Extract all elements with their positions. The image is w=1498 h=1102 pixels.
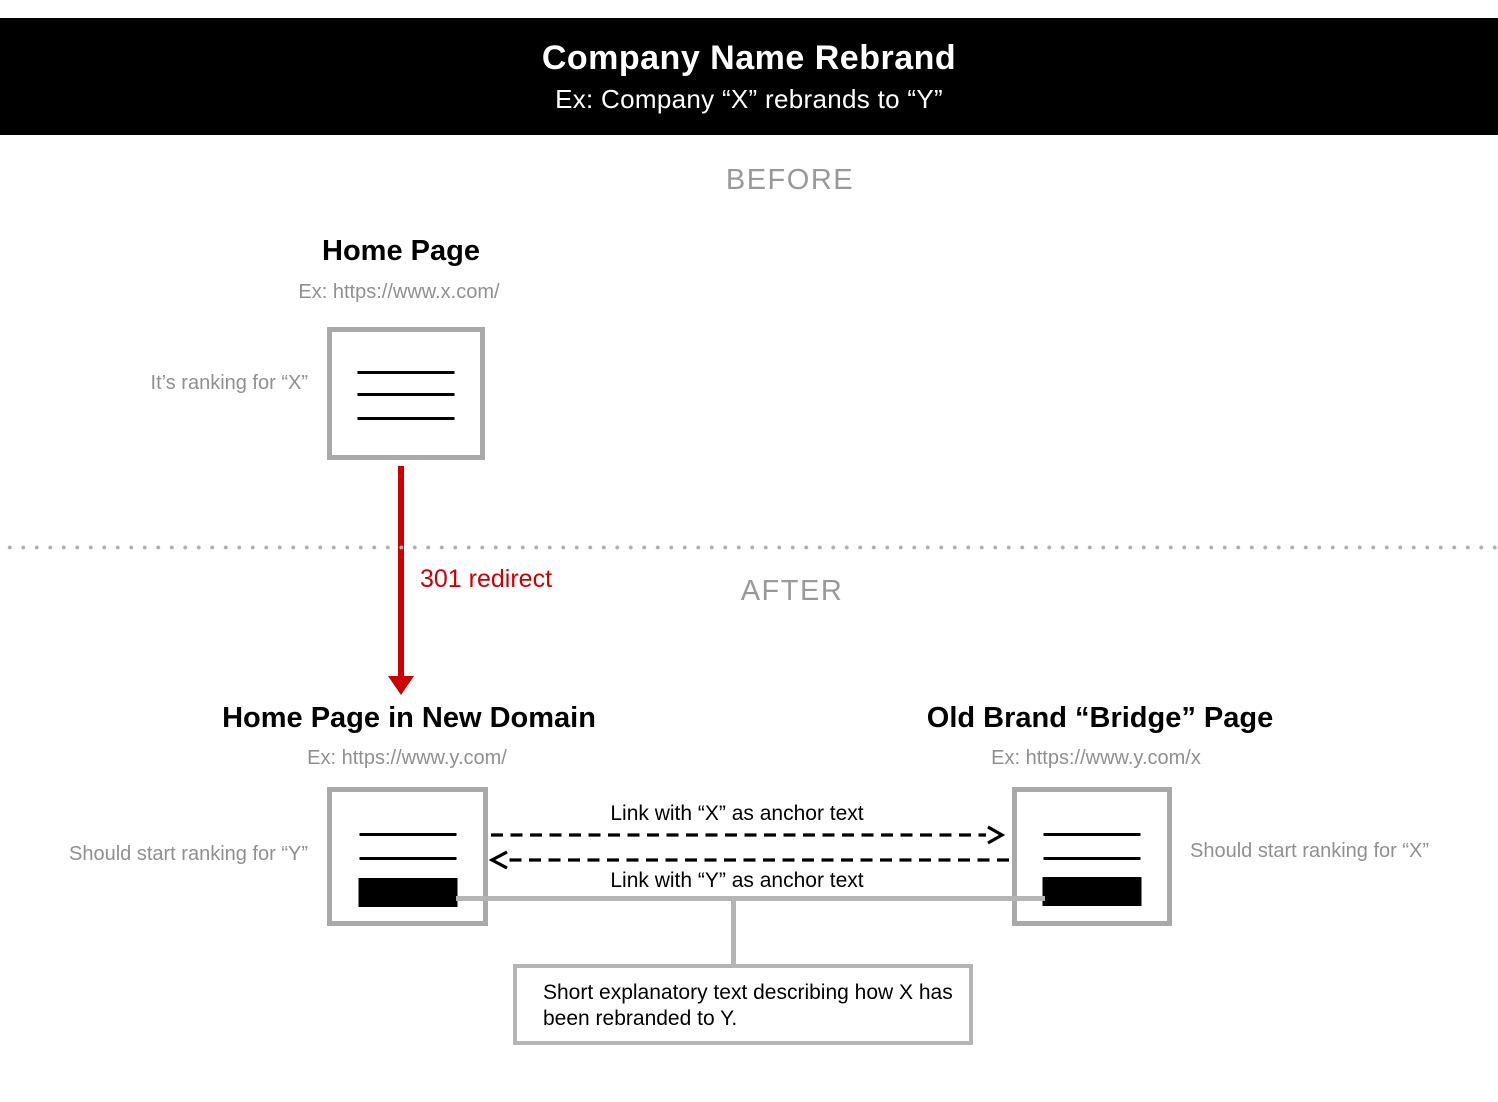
new-home-title: Home Page in New Domain bbox=[222, 702, 596, 734]
cta-block-icon bbox=[358, 878, 457, 907]
page-title: Company Name Rebrand bbox=[541, 38, 957, 77]
link-anchor-y-label: Link with “Y” as anchor text bbox=[610, 869, 864, 892]
bridge-page-box bbox=[1012, 787, 1172, 926]
bridge-page-url: Ex: https://www.y.com/x bbox=[991, 747, 1201, 769]
link-anchor-x-label: Link with “X” as anchor text bbox=[610, 802, 864, 825]
new-home-page-box bbox=[327, 787, 488, 926]
redirect-arrow-shaft bbox=[398, 466, 404, 678]
before-after-divider bbox=[0, 545, 1498, 550]
page-subtitle: Ex: Company “X” rebrands to “Y” bbox=[555, 83, 943, 114]
cta-block-icon bbox=[1042, 877, 1142, 906]
home-page-box bbox=[327, 327, 485, 460]
note-connector-horizontal bbox=[456, 896, 1045, 901]
text-line-icon bbox=[1043, 857, 1141, 860]
text-line-icon bbox=[357, 417, 455, 420]
new-home-url: Ex: https://www.y.com/ bbox=[307, 747, 507, 769]
ranking-note-before: It’s ranking for “X” bbox=[150, 372, 308, 394]
home-page-title: Home Page bbox=[322, 235, 480, 267]
text-line-icon bbox=[1043, 833, 1141, 836]
after-section-label: AFTER bbox=[740, 575, 844, 607]
bridge-page-title: Old Brand “Bridge” Page bbox=[926, 702, 1274, 734]
redirect-arrow-head-icon bbox=[388, 676, 414, 695]
dashed-link-arrows-icon bbox=[488, 825, 1009, 870]
text-line-icon bbox=[359, 833, 456, 836]
ranking-note-bridge: Should start ranking for “X” bbox=[1190, 840, 1429, 862]
text-line-icon bbox=[357, 371, 455, 374]
note-connector-vertical bbox=[731, 896, 736, 966]
ranking-note-new-home: Should start ranking for “Y” bbox=[69, 843, 308, 865]
text-line-icon bbox=[359, 857, 456, 860]
explanation-note-box: Short explanatory text describing how X … bbox=[513, 964, 973, 1045]
header-banner: Company Name Rebrand Ex: Company “X” reb… bbox=[0, 18, 1498, 135]
home-page-url: Ex: https://www.x.com/ bbox=[298, 281, 500, 303]
before-section-label: BEFORE bbox=[725, 164, 855, 196]
redirect-label: 301 redirect bbox=[420, 565, 553, 593]
explanation-note-text: Short explanatory text describing how X … bbox=[543, 981, 953, 1030]
text-line-icon bbox=[357, 393, 455, 396]
